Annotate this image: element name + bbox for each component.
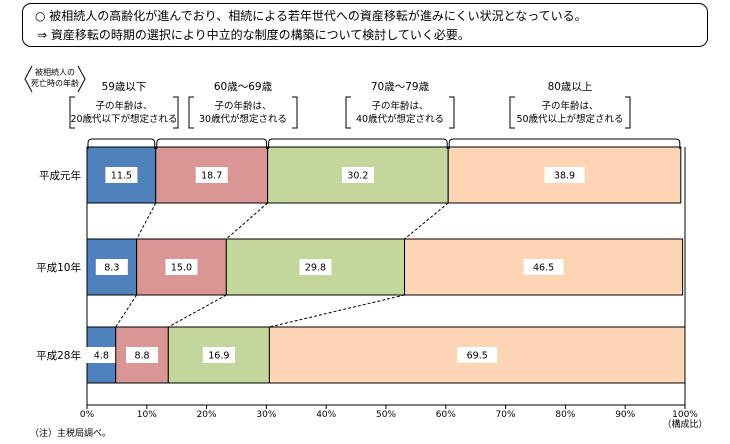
series-note-line1: 子の年齢は、 [541, 100, 598, 112]
note-bracket-right [449, 96, 455, 129]
legend-title-line2: 死亡時の年齢 [31, 78, 79, 88]
value-label: 8.3 [104, 263, 119, 274]
series-note-line1: 子の年齢は、 [371, 100, 428, 112]
summary-line-2: ⇒ 資産移転の時期の選択により中立的な制度の構築について検討していく必要。 [37, 28, 470, 42]
connector-line [168, 294, 227, 328]
value-label-box [457, 347, 498, 363]
note-bracket-right [292, 96, 298, 129]
series-name: 70歳～79歳 [371, 81, 430, 93]
series-note-line1: 子の年齢は、 [95, 100, 152, 112]
x-tick-label: 30% [256, 410, 276, 420]
series-name: 80歳以上 [548, 81, 593, 93]
value-label-box [299, 259, 332, 275]
legend-title-line1: 被相続人の [35, 67, 75, 77]
value-label-box [165, 259, 198, 275]
source-note: （注）主税局調べ。 [30, 429, 112, 439]
connector-line [404, 202, 449, 240]
x-tick-label: 80% [555, 410, 575, 420]
connector-line [269, 294, 405, 328]
x-tick-label: 60% [436, 410, 456, 420]
x-tick-label: 70% [496, 410, 516, 420]
value-label: 8.8 [134, 351, 149, 362]
value-label: 15.0 [171, 263, 192, 274]
category-label: 平成元年 [39, 169, 81, 182]
group-bracket [448, 138, 681, 149]
value-label-box [95, 259, 128, 275]
series-note-line1: 子の年齢は、 [214, 100, 271, 112]
value-label: 69.5 [467, 351, 488, 362]
connector-line [226, 202, 268, 240]
group-bracket [87, 138, 156, 149]
series-note-line2: 40歳代が想定される [356, 113, 444, 125]
note-bracket-right [173, 96, 179, 129]
value-label: 38.9 [554, 171, 575, 182]
note-bracket-left [69, 96, 75, 129]
value-label-box [105, 167, 138, 183]
connector-line [115, 294, 138, 328]
series-note-line2: 20歳代以下が想定される [70, 113, 177, 125]
summary-line-1: ○ 被相続人の高齢化が進んでおり、相続による若年世代への資産移転が進みにくい状況… [35, 9, 587, 23]
x-tick-label: 100% [672, 410, 698, 420]
value-label: 11.5 [111, 171, 132, 182]
value-label: 4.8 [94, 351, 109, 362]
connector-line [136, 202, 157, 240]
x-tick-label: 50% [376, 410, 396, 420]
note-bracket-left [509, 96, 515, 129]
legend-bracket-right [77, 65, 86, 93]
x-tick-label: 20% [197, 410, 217, 420]
series-name: 60歳～69歳 [214, 81, 273, 93]
x-tick-label: 40% [316, 410, 336, 420]
category-label: 平成10年 [36, 261, 81, 274]
series-name: 59歳以下 [102, 81, 147, 93]
value-label: 16.9 [208, 351, 229, 362]
legend-bracket-left [24, 65, 33, 93]
x-unit-label: （構成比） [662, 418, 707, 430]
category-label: 平成28年 [36, 349, 81, 362]
value-label-box [202, 347, 235, 363]
x-tick-label: 0% [80, 410, 95, 420]
x-tick-label: 90% [615, 410, 635, 420]
value-label-box [126, 347, 159, 363]
summary-box: ○ 被相続人の高齢化が進んでおり、相続による若年世代への資産移転が進みにくい状況… [22, 3, 708, 47]
group-bracket [268, 138, 448, 149]
note-bracket-right [625, 96, 631, 129]
value-label-box [523, 259, 564, 275]
value-label-box [195, 167, 228, 183]
note-bracket-left [345, 96, 351, 129]
value-label: 30.2 [347, 171, 368, 182]
group-bracket [156, 138, 268, 149]
value-label-box [341, 167, 374, 183]
value-label: 18.7 [201, 171, 222, 182]
value-label-box [544, 167, 585, 183]
value-label-box [85, 347, 118, 363]
x-tick-label: 10% [137, 410, 157, 420]
value-label: 29.8 [305, 263, 326, 274]
value-label: 46.5 [533, 263, 554, 274]
note-bracket-left [188, 96, 194, 129]
series-note-line2: 50歳代以上が想定される [516, 113, 623, 125]
series-note-line2: 30歳代が想定される [199, 113, 287, 125]
